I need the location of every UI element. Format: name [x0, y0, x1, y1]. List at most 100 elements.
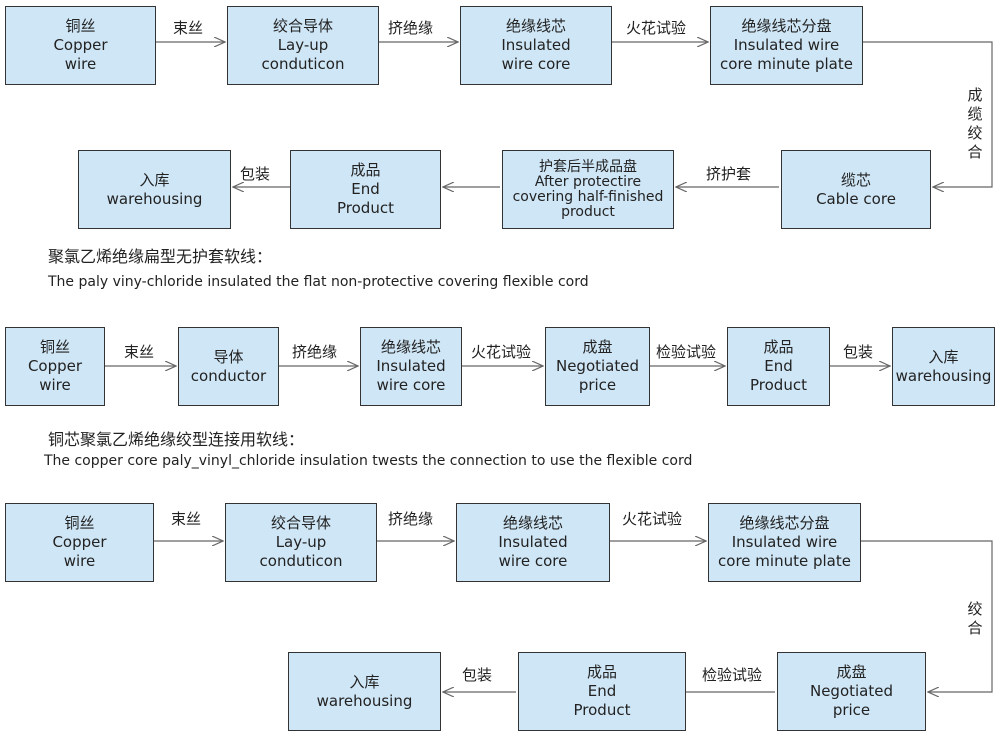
caption-2-en: The copper core paly_vinyl_chloride insu…: [44, 453, 693, 469]
vchar: 成: [967, 86, 983, 104]
label-shusi: 束丝: [173, 19, 204, 37]
box-en: After protectire: [534, 173, 642, 190]
box-insulated-wire-core: 绝缘线芯 Insulated wire core: [360, 327, 462, 406]
label-jihutao: 挤护套: [706, 165, 752, 183]
box-en: core minute plate: [720, 55, 853, 73]
box-cn: 绞合导体: [272, 17, 333, 35]
box-en: Insulated: [501, 36, 571, 54]
box-en: Insulated: [498, 533, 568, 551]
box-insulated-minute-plate: 绝缘线芯分盘 Insulated wire core minute plate: [708, 503, 861, 582]
box-en: core minute plate: [718, 552, 851, 570]
box-insulated-minute-plate: 绝缘线芯分盘 Insulated wire core minute plate: [710, 6, 863, 85]
box-en: Product: [573, 701, 631, 719]
box-cable-core: 缆芯 Cable core: [781, 150, 931, 229]
label-baozhuang: 包装: [843, 343, 874, 361]
box-en: wire: [63, 552, 96, 570]
vchar: 缆: [967, 105, 983, 123]
box-en: wire core: [376, 376, 446, 394]
box-end-product: 成品 End Product: [518, 652, 686, 731]
box-en: price: [832, 701, 871, 719]
box-cn: 铜丝: [39, 338, 70, 356]
arrow: [861, 540, 993, 692]
label-shusi: 束丝: [171, 510, 202, 528]
box-cn: 绞合导体: [270, 514, 331, 532]
box-cn: 入库: [349, 672, 380, 691]
box-en: Insulated: [376, 357, 446, 375]
box-en: Insulated wire: [733, 36, 840, 54]
box-cn: 成品: [763, 338, 794, 356]
box-cn: 绝缘线芯: [502, 514, 563, 532]
box-insulated-wire-core: 绝缘线芯 Insulated wire core: [456, 503, 610, 582]
box-cn: 成品: [586, 663, 617, 681]
box-cn: 导体: [213, 347, 244, 366]
box-en: conductor: [190, 366, 267, 385]
box-cn: 入库: [139, 170, 170, 189]
label-huohua: 火花试验: [471, 343, 532, 361]
box-warehousing: 入库 warehousing: [892, 327, 995, 406]
box-end-product: 成品 End Product: [290, 150, 441, 229]
box-cn: 护套后半成品盘: [539, 158, 637, 175]
label-huohua: 火花试验: [622, 510, 683, 528]
box-cn: 成盘: [836, 663, 867, 681]
caption-1-cn: 聚氯乙烯绝缘扁型无护套软线：: [48, 247, 273, 266]
vchar: 合: [967, 619, 983, 637]
box-en: Lay-up: [277, 36, 329, 54]
box-cn: 铜丝: [64, 514, 95, 532]
box-warehousing: 入库 warehousing: [288, 652, 441, 731]
box-en: Product: [750, 376, 807, 394]
box-negotiated-price: 成盘 Negotiated price: [777, 652, 926, 731]
box-en: End: [587, 682, 617, 700]
box-negotiated-price: 成盘 Negotiated price: [545, 327, 650, 406]
box-layup-conductor: 绞合导体 Lay-up conduticon: [227, 6, 379, 85]
box-en: Lay-up: [275, 533, 327, 551]
vchar: 合: [967, 143, 983, 161]
label-jijueyuan: 挤绝缘: [388, 510, 434, 528]
box-insulated-wire-core: 绝缘线芯 Insulated wire core: [460, 6, 612, 85]
arrow: [863, 41, 993, 187]
label-baozhuang: 包装: [240, 165, 271, 183]
box-en: conduticon: [259, 552, 343, 570]
box-en: Copper: [52, 533, 107, 551]
box-en: wire: [39, 376, 71, 394]
box-cn: 绝缘线芯: [505, 17, 566, 35]
box-cn: 成盘: [582, 338, 613, 356]
box-cn: 绝缘线芯分盘: [741, 17, 832, 35]
caption-2-cn: 铜芯聚氯乙烯绝缘绞型连接用软线：: [48, 430, 305, 449]
box-layup-conductor: 绞合导体 Lay-up conduticon: [225, 503, 377, 582]
box-end-product: 成品 End Product: [727, 327, 830, 406]
box-en: warehousing: [316, 691, 413, 710]
box-cn: 绝缘线芯分盘: [739, 514, 830, 532]
vchar: 绞: [967, 600, 983, 618]
box-copper-wire: 铜丝 Copper wire: [5, 6, 156, 85]
box-en: covering half-finished: [512, 188, 664, 205]
label-baozhuang: 包装: [462, 666, 493, 684]
box-en: wire: [64, 55, 97, 73]
box-en: Copper: [53, 36, 108, 54]
box-en: price: [578, 376, 617, 394]
box-en: Negotiated: [809, 682, 894, 700]
label-jijueyuan: 挤绝缘: [388, 19, 434, 37]
box-cn: 入库: [928, 347, 959, 366]
label-shusi: 束丝: [124, 343, 155, 361]
label-jiaohe: 绞 合: [966, 600, 984, 638]
box-en: warehousing: [106, 189, 203, 208]
label-jianyan: 检验试验: [656, 343, 717, 361]
box-en: Insulated wire: [731, 533, 838, 551]
box-cn: 绝缘线芯: [380, 338, 441, 356]
box-en: product: [561, 203, 615, 220]
box-conductor: 导体 conductor: [178, 327, 279, 406]
box-en: End: [351, 180, 380, 198]
label-jijueyuan: 挤绝缘: [292, 343, 338, 361]
box-cn: 铜丝: [65, 17, 96, 35]
box-en: wire core: [498, 552, 568, 570]
box-cn: 缆芯: [840, 170, 871, 189]
box-half-finished-product: 护套后半成品盘 After protectire covering half-f…: [502, 150, 674, 229]
box-copper-wire: 铜丝 Copper wire: [5, 503, 154, 582]
caption-1-en: The paly viny-chloride insulated the fla…: [48, 274, 589, 290]
box-en: Copper: [27, 357, 83, 375]
box-warehousing: 入库 warehousing: [78, 150, 231, 229]
vchar: 绞: [967, 124, 983, 142]
box-en: End: [764, 357, 793, 375]
box-en: wire core: [501, 55, 571, 73]
